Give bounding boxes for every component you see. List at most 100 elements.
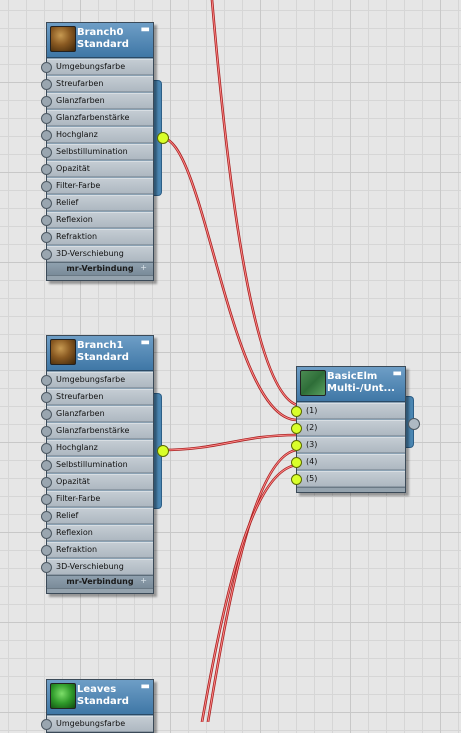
- slot-row[interactable]: Refraktion: [41, 542, 153, 558]
- slot-row[interactable]: Streufarben: [41, 76, 153, 92]
- input-socket[interactable]: [291, 440, 302, 451]
- minimize-icon[interactable]: ▬: [140, 337, 150, 348]
- minimize-icon[interactable]: ▬: [392, 368, 402, 379]
- input-socket[interactable]: [41, 494, 52, 505]
- input-socket[interactable]: [291, 474, 302, 485]
- slot-label: (2): [306, 423, 318, 432]
- node-basicelm-type: Multi-/Unt...: [327, 383, 395, 394]
- node-branch0[interactable]: Branch0 Standard ▬ Umgebungsfarbe Streuf…: [41, 22, 162, 281]
- slot-label: Relief: [56, 198, 79, 207]
- node-leaves-header[interactable]: Leaves Standard ▬: [47, 680, 153, 715]
- slot-row[interactable]: Relief: [41, 195, 153, 211]
- input-socket[interactable]: [41, 477, 52, 488]
- slot-row[interactable]: Glanzfarbenstärke: [41, 110, 153, 126]
- slot-list: (1) (2) (3) (4) (5): [291, 403, 405, 487]
- slot-label: Refraktion: [56, 232, 98, 241]
- mr-connection-rollout[interactable]: mr-Verbindung +: [47, 262, 153, 275]
- node-leaves[interactable]: Leaves Standard ▬ Umgebungsfarbe: [41, 679, 154, 733]
- slot-label: (4): [306, 457, 318, 466]
- input-socket[interactable]: [41, 375, 52, 386]
- input-socket[interactable]: [291, 406, 302, 417]
- slot-row[interactable]: 3D-Verschiebung: [41, 559, 153, 575]
- input-socket[interactable]: [41, 426, 52, 437]
- slot-row[interactable]: Relief: [41, 508, 153, 524]
- minimize-icon[interactable]: ▬: [140, 681, 150, 692]
- input-socket[interactable]: [41, 562, 52, 573]
- input-socket[interactable]: [41, 130, 52, 141]
- input-socket[interactable]: [41, 545, 52, 556]
- slot-row[interactable]: Selbstillumination: [41, 457, 153, 473]
- node-branch0-output-socket[interactable]: [157, 132, 169, 144]
- input-socket[interactable]: [41, 181, 52, 192]
- input-socket[interactable]: [41, 113, 52, 124]
- minimize-icon[interactable]: ▬: [140, 24, 150, 35]
- node-branch1[interactable]: Branch1 Standard ▬ Umgebungsfarbe Streuf…: [41, 335, 162, 594]
- slot-row[interactable]: Glanzfarben: [41, 406, 153, 422]
- slot-row[interactable]: Opazität: [41, 161, 153, 177]
- input-socket[interactable]: [41, 62, 52, 73]
- slot-row[interactable]: (4): [291, 454, 405, 470]
- input-socket[interactable]: [41, 249, 52, 260]
- node-branch0-header[interactable]: Branch0 Standard ▬: [47, 23, 153, 58]
- input-socket[interactable]: [41, 147, 52, 158]
- input-socket[interactable]: [41, 443, 52, 454]
- slot-label: (3): [306, 440, 318, 449]
- expand-arrow-icon[interactable]: +: [140, 263, 147, 272]
- input-socket[interactable]: [41, 511, 52, 522]
- slot-row[interactable]: Reflexion: [41, 525, 153, 541]
- slot-row[interactable]: (2): [291, 420, 405, 436]
- slot-row[interactable]: Umgebungsfarbe: [41, 59, 153, 75]
- slot-row[interactable]: Umgebungsfarbe: [41, 372, 153, 388]
- slot-row[interactable]: Hochglanz: [41, 440, 153, 456]
- slot-row[interactable]: 3D-Verschiebung: [41, 246, 153, 262]
- slot-row[interactable]: Umgebungsfarbe: [41, 716, 153, 732]
- material-preview-icon: [50, 339, 76, 365]
- wire-bottom-to-slot5: [200, 463, 299, 722]
- slot-row[interactable]: Streufarben: [41, 389, 153, 405]
- expand-arrow-icon[interactable]: +: [140, 576, 147, 585]
- multi-material-preview-icon: [300, 370, 326, 396]
- slot-label: Filter-Farbe: [56, 494, 101, 503]
- node-bottom-bar: [297, 487, 405, 492]
- input-socket[interactable]: [41, 198, 52, 209]
- slot-row[interactable]: (5): [291, 471, 405, 487]
- input-socket[interactable]: [41, 392, 52, 403]
- input-socket[interactable]: [41, 719, 52, 730]
- slot-row[interactable]: (3): [291, 437, 405, 453]
- slot-label: Relief: [56, 511, 79, 520]
- slot-row[interactable]: Glanzfarben: [41, 93, 153, 109]
- wire-top-to-slot1: [210, 0, 299, 407]
- input-socket[interactable]: [41, 460, 52, 471]
- input-socket[interactable]: [41, 164, 52, 175]
- slot-row[interactable]: Filter-Farbe: [41, 178, 153, 194]
- node-basicelm-output-socket[interactable]: [408, 418, 420, 430]
- input-socket[interactable]: [41, 409, 52, 420]
- input-socket[interactable]: [291, 457, 302, 468]
- node-basicelm[interactable]: BasicElm Multi-/Unt... ▬ (1) (2) (3) (4)…: [291, 366, 414, 493]
- slot-row[interactable]: Filter-Farbe: [41, 491, 153, 507]
- node-branch1-header[interactable]: Branch1 Standard ▬: [47, 336, 153, 371]
- input-socket[interactable]: [41, 232, 52, 243]
- wire-branch0-to-slot2: [160, 136, 299, 422]
- node-basicelm-header[interactable]: BasicElm Multi-/Unt... ▬: [297, 367, 405, 402]
- footer-label: mr-Verbindung: [66, 577, 134, 586]
- slot-row[interactable]: Selbstillumination: [41, 144, 153, 160]
- node-leaves-name: Leaves: [77, 684, 117, 695]
- slot-row[interactable]: Refraktion: [41, 229, 153, 245]
- slot-row[interactable]: (1): [291, 403, 405, 419]
- slot-label: Glanzfarben: [56, 96, 105, 105]
- input-socket[interactable]: [41, 79, 52, 90]
- slot-label: Reflexion: [56, 528, 93, 537]
- node-branch1-output-socket[interactable]: [157, 445, 169, 457]
- input-socket[interactable]: [41, 528, 52, 539]
- slot-row[interactable]: Hochglanz: [41, 127, 153, 143]
- slot-label: Glanzfarbenstärke: [56, 426, 130, 435]
- input-socket[interactable]: [41, 96, 52, 107]
- slot-row[interactable]: Opazität: [41, 474, 153, 490]
- slot-row[interactable]: Reflexion: [41, 212, 153, 228]
- mr-connection-rollout[interactable]: mr-Verbindung +: [47, 575, 153, 588]
- input-socket[interactable]: [41, 215, 52, 226]
- input-socket[interactable]: [291, 423, 302, 434]
- slot-row[interactable]: Glanzfarbenstärke: [41, 423, 153, 439]
- slot-list: Umgebungsfarbe Streufarben Glanzfarben G…: [41, 372, 153, 575]
